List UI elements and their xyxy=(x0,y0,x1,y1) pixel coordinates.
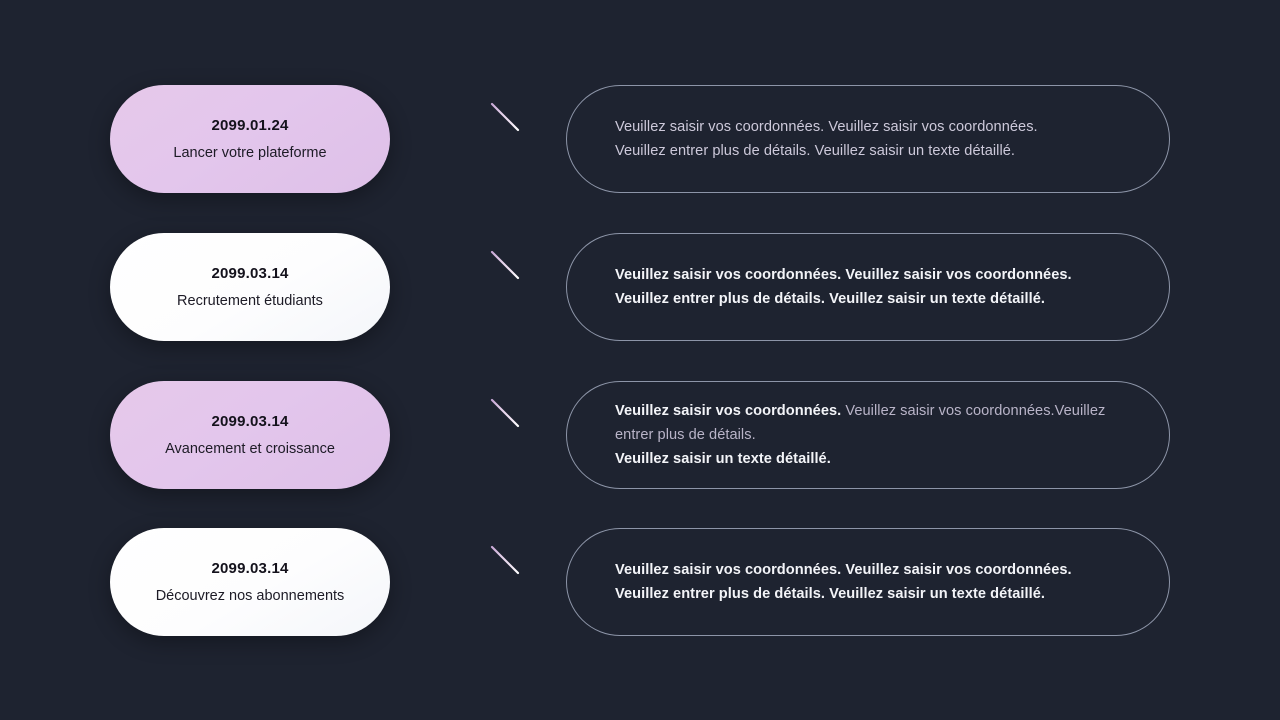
card-date: 2099.03.14 xyxy=(211,559,289,577)
detail-line: Veuillez saisir vos coordonnées. Veuille… xyxy=(615,119,1038,135)
arrow-right-icon xyxy=(432,545,520,575)
arrow-right-connector xyxy=(428,99,528,143)
card-date: 2099.03.14 xyxy=(211,264,289,282)
card-date: 2099.01.24 xyxy=(211,116,289,134)
detail-text: Veuillez saisir vos coordonnées. Veuille… xyxy=(615,263,1072,311)
card-title: Lancer votre plateforme xyxy=(173,144,327,161)
detail-segment: Veuillez saisir vos coordonnées. xyxy=(615,403,846,419)
arrow-right-connector xyxy=(428,395,528,439)
detail-text: Veuillez saisir vos coordonnées. Veuille… xyxy=(615,558,1072,606)
detail-line: Veuillez entrer plus de détails. Veuille… xyxy=(615,586,1045,602)
detail-line: Veuillez entrer plus de détails. Veuille… xyxy=(615,291,1045,307)
detail-line: Veuillez entrer plus de détails. Veuille… xyxy=(615,143,1016,159)
card-title: Recrutement étudiants xyxy=(177,292,323,309)
detail-box[interactable]: Veuillez saisir vos coordonnées. Veuille… xyxy=(566,381,1170,489)
detail-box[interactable]: Veuillez saisir vos coordonnées. Veuille… xyxy=(566,233,1170,341)
detail-text: Veuillez saisir vos coordonnées. Veuille… xyxy=(615,399,1121,471)
detail-segment: Veuillez saisir un texte détaillé. xyxy=(615,451,831,467)
detail-text: Veuillez saisir vos coordonnées. Veuille… xyxy=(615,115,1038,163)
arrow-right-connector xyxy=(428,247,528,291)
detail-box[interactable]: Veuillez saisir vos coordonnées. Veuille… xyxy=(566,85,1170,193)
arrow-right-icon xyxy=(432,398,520,428)
detail-line: Veuillez saisir vos coordonnées. Veuille… xyxy=(615,267,1072,283)
card-title: Avancement et croissance xyxy=(165,440,335,457)
arrow-right-icon xyxy=(432,102,520,132)
card-date: 2099.03.14 xyxy=(211,412,289,430)
detail-segment: Veuillez saisir vos coordonnées.Veuillez… xyxy=(615,403,1106,443)
detail-line: Veuillez saisir vos coordonnées. Veuille… xyxy=(615,562,1072,578)
arrow-right-connector xyxy=(428,542,528,586)
arrow-right-icon xyxy=(432,250,520,280)
card-title: Découvrez nos abonnements xyxy=(155,587,345,604)
detail-box[interactable]: Veuillez saisir vos coordonnées. Veuille… xyxy=(566,528,1170,636)
